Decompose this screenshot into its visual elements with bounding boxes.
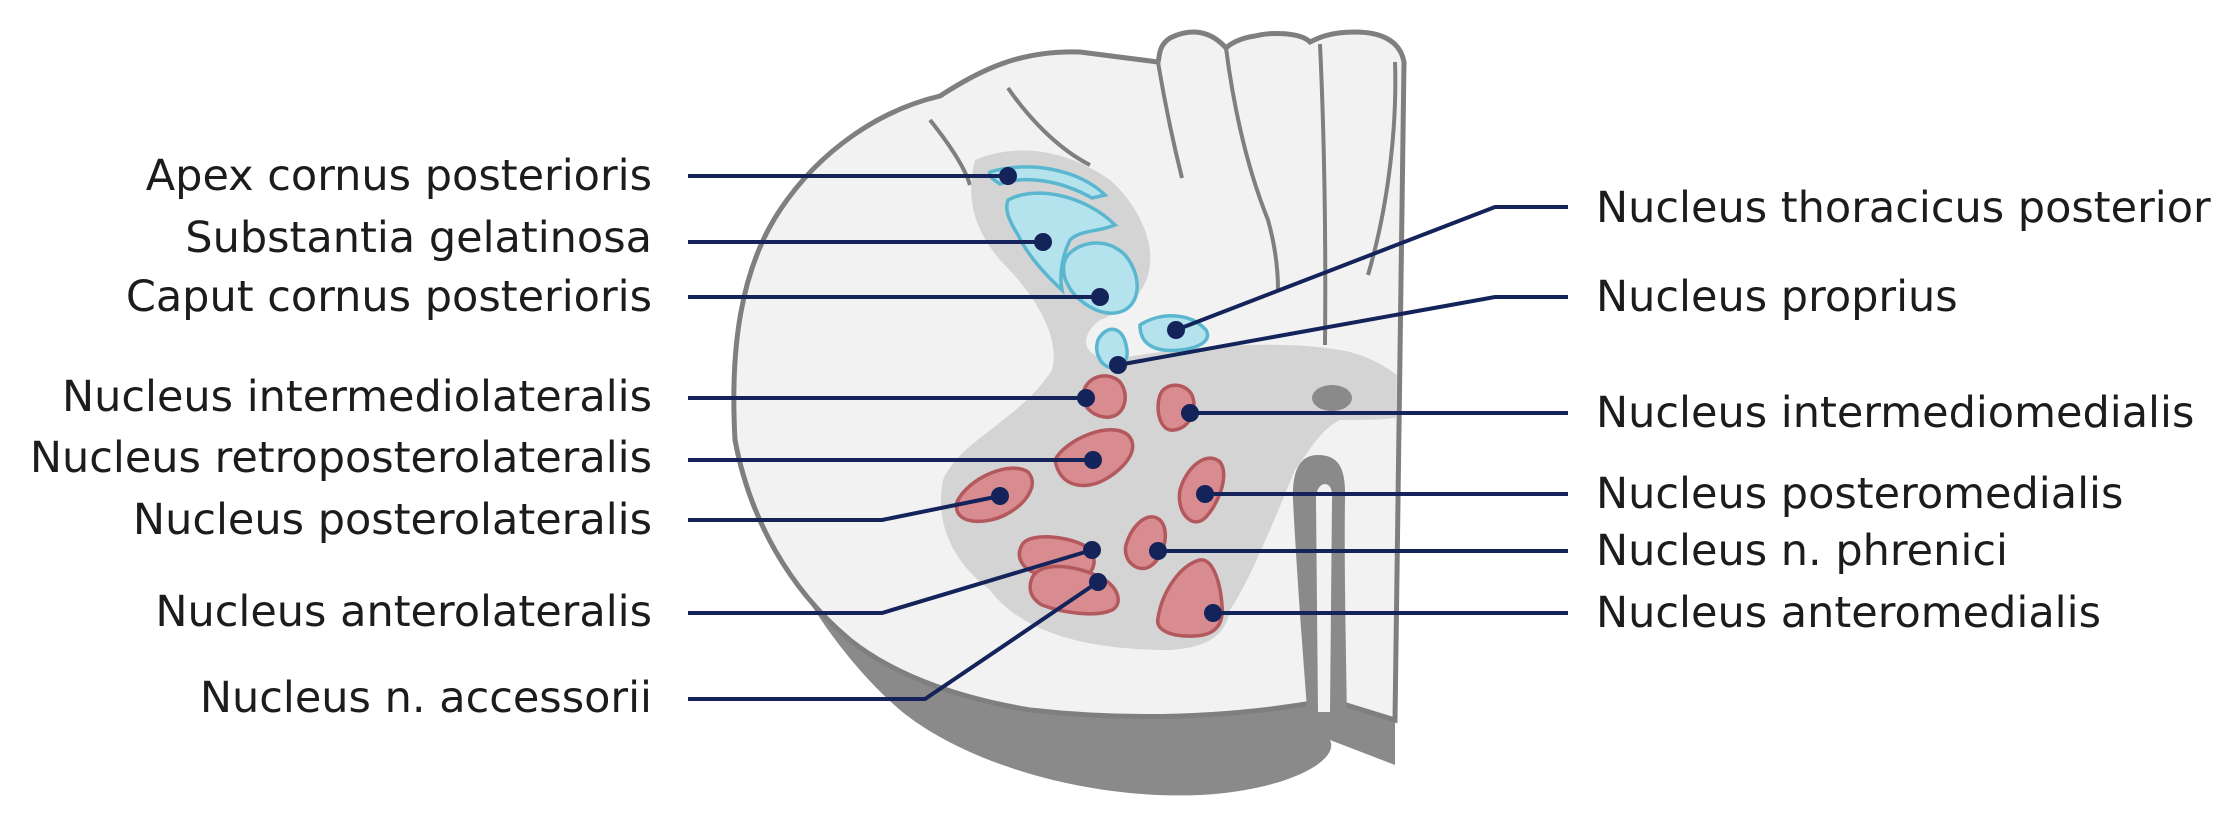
leader-line-thoracicus — [1175, 205, 1568, 332]
label-caput-cornus-posterioris: Caput cornus posterioris — [126, 272, 652, 322]
pointer-dot — [1109, 356, 1127, 374]
nucleus-intermediolateralis-shape — [1081, 374, 1127, 419]
pointer-dot — [999, 167, 1017, 185]
leader-line-accessorii — [688, 580, 1100, 701]
pointer-dot — [1091, 288, 1109, 306]
pointer-dot — [1083, 541, 1101, 559]
label-nucleus-posteromedialis: Nucleus posteromedialis — [1596, 469, 2123, 519]
pointer-dot — [991, 487, 1009, 505]
pointer-dot — [1149, 542, 1167, 560]
label-nucleus-anteromedialis: Nucleus anteromedialis — [1596, 588, 2101, 638]
label-nucleus-anterolateralis: Nucleus anterolateralis — [155, 587, 652, 637]
pointer-dot — [1034, 233, 1052, 251]
label-nucleus-proprius: Nucleus proprius — [1596, 272, 1958, 322]
pointer-dot — [1089, 573, 1107, 591]
label-nucleus-posterolateralis: Nucleus posterolateralis — [133, 495, 652, 545]
label-nucleus-thoracicus-posterior: Nucleus thoracicus posterior — [1596, 183, 2211, 233]
label-substantia-gelatinosa: Substantia gelatinosa — [185, 213, 652, 263]
pointer-dot — [1167, 321, 1185, 339]
dorsal-septum-line-1 — [1156, 61, 1184, 179]
label-apex-cornus-posterioris: Apex cornus posterioris — [146, 151, 652, 201]
leader-line-anterolateralis — [688, 548, 1093, 615]
cord-shadow — [735, 420, 1395, 796]
pointer-dot — [1077, 389, 1095, 407]
apex-cornus-posterioris-shape — [987, 165, 1109, 200]
dorsal-septum-line-2 — [1224, 47, 1280, 291]
dorsal-root-line-1 — [1006, 86, 1091, 167]
central-canal — [1312, 385, 1352, 411]
pointer-dot — [1084, 451, 1102, 469]
leader-line-proprius — [1117, 295, 1568, 367]
ventral-fissure-slit — [1316, 484, 1333, 712]
label-nucleus-intermediomedialis: Nucleus intermediomedialis — [1596, 388, 2194, 438]
pointer-dot — [1196, 485, 1214, 503]
dorsal-root-line-2 — [928, 118, 972, 186]
label-nucleus-retroposterolateralis: Nucleus retroposterolateralis — [30, 433, 652, 483]
substantia-gelatinosa-shape — [1005, 191, 1119, 295]
pointer-dot — [1204, 604, 1222, 622]
dorsal-septum-line-3 — [1318, 43, 1328, 346]
dorsal-septum-line-4 — [1366, 61, 1398, 276]
label-nucleus-n-accessorii: Nucleus n. accessorii — [200, 673, 652, 723]
label-nucleus-intermediolateralis: Nucleus intermediolateralis — [62, 372, 652, 422]
label-nucleus-n-phrenici: Nucleus n. phrenici — [1596, 526, 2008, 576]
pointer-dot — [1181, 404, 1199, 422]
leader-line-posterolateralis — [688, 494, 1001, 522]
